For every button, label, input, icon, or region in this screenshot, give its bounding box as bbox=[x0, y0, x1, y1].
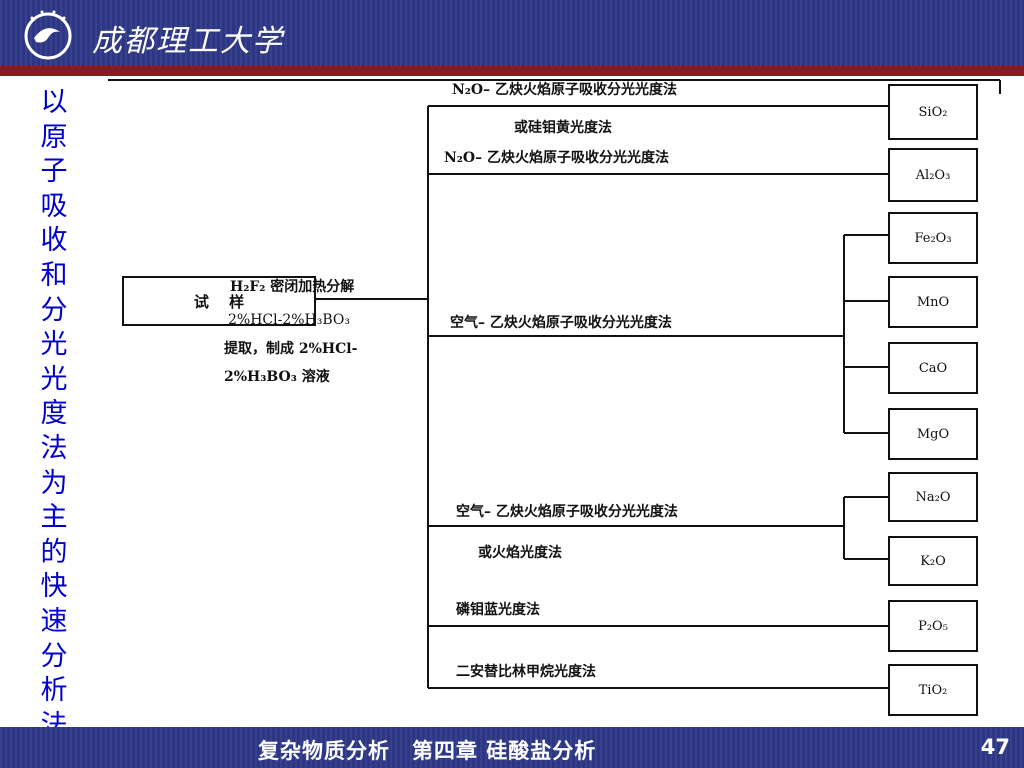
side-title-char: 度 bbox=[40, 398, 68, 430]
decomposition-line-2: 2%HCl-2%H₃BO₃ bbox=[228, 312, 351, 328]
component-box-k2o: K₂O bbox=[888, 536, 978, 586]
component-box-fe2o3: Fe₂O₃ bbox=[888, 212, 978, 264]
side-title-char: 收 bbox=[40, 225, 68, 257]
side-title-char: 光 bbox=[40, 363, 68, 395]
side-title-char: 光 bbox=[40, 329, 68, 361]
method-sio2-line-1: N₂O– 乙炔火焰原子吸收分光光度法 bbox=[452, 82, 677, 98]
footer-title: 复杂物质分析 第四章 硅酸盐分析 bbox=[258, 739, 597, 763]
flow-diagram: 试 样 H₂F₂ 密闭加热分解 2%HCl-2%H₃BO₃ 提取，制成 2%HC… bbox=[100, 76, 1020, 726]
component-box-sio2: SiO₂ bbox=[888, 84, 978, 140]
side-title-char: 和 bbox=[40, 259, 68, 291]
method-p2o5: 磷钼蓝光度法 bbox=[456, 602, 540, 618]
university-logo-icon bbox=[20, 8, 78, 60]
component-box-mgo: MgO bbox=[888, 408, 978, 460]
side-title-char: 吸 bbox=[40, 190, 68, 222]
header-divider bbox=[0, 66, 1024, 76]
side-title: 以原子吸收和分光光度法为主的快速分析法 bbox=[34, 86, 74, 743]
method-sio2-line-2: 或硅钼黄光度法 bbox=[514, 120, 612, 136]
side-title-char: 分 bbox=[40, 640, 68, 672]
side-title-char: 子 bbox=[40, 156, 68, 188]
decomposition-line-3: 提取，制成 2%HCl- bbox=[224, 341, 358, 357]
side-title-char: 的 bbox=[40, 536, 68, 568]
decomposition-line-1: H₂F₂ 密闭加热分解 bbox=[230, 279, 355, 295]
side-title-char: 为 bbox=[40, 467, 68, 499]
page-number: 47 bbox=[980, 735, 1010, 759]
side-title-char: 原 bbox=[40, 121, 68, 153]
side-title-char: 主 bbox=[40, 502, 68, 534]
method-tio2: 二安替比林甲烷光度法 bbox=[456, 664, 596, 680]
side-title-char: 分 bbox=[40, 294, 68, 326]
sample-box: 试 样 bbox=[122, 276, 316, 326]
school-name: 成都理工大学 bbox=[92, 24, 284, 59]
side-title-char: 速 bbox=[40, 605, 68, 637]
side-title-char: 析 bbox=[40, 675, 68, 707]
method-group-2-line-1: 空气– 乙炔火焰原子吸收分光光度法 bbox=[456, 504, 678, 520]
method-al2o3: N₂O– 乙炔火焰原子吸收分光光度法 bbox=[444, 150, 669, 166]
decomposition-line-4: 2%H₃BO₃ 溶液 bbox=[224, 369, 330, 385]
side-title-char: 以 bbox=[40, 87, 68, 118]
component-box-al2o3: Al₂O₃ bbox=[888, 148, 978, 202]
side-title-char: 快 bbox=[40, 571, 68, 603]
footer-bar: 复杂物质分析 第四章 硅酸盐分析 47 bbox=[0, 727, 1024, 768]
component-box-na2o: Na₂O bbox=[888, 472, 978, 522]
diagram-lines bbox=[108, 79, 1001, 689]
method-group-1: 空气– 乙炔火焰原子吸收分光光度法 bbox=[450, 315, 672, 331]
method-group-2-line-2: 或火焰光度法 bbox=[478, 545, 562, 561]
component-box-tio2: TiO₂ bbox=[888, 664, 978, 716]
component-box-p2o5: P₂O₅ bbox=[888, 600, 978, 652]
header-bar: 成都理工大学 bbox=[0, 0, 1024, 66]
component-box-cao: CaO bbox=[888, 342, 978, 394]
component-box-mno: MnO bbox=[888, 276, 978, 328]
side-title-char: 法 bbox=[40, 432, 68, 464]
